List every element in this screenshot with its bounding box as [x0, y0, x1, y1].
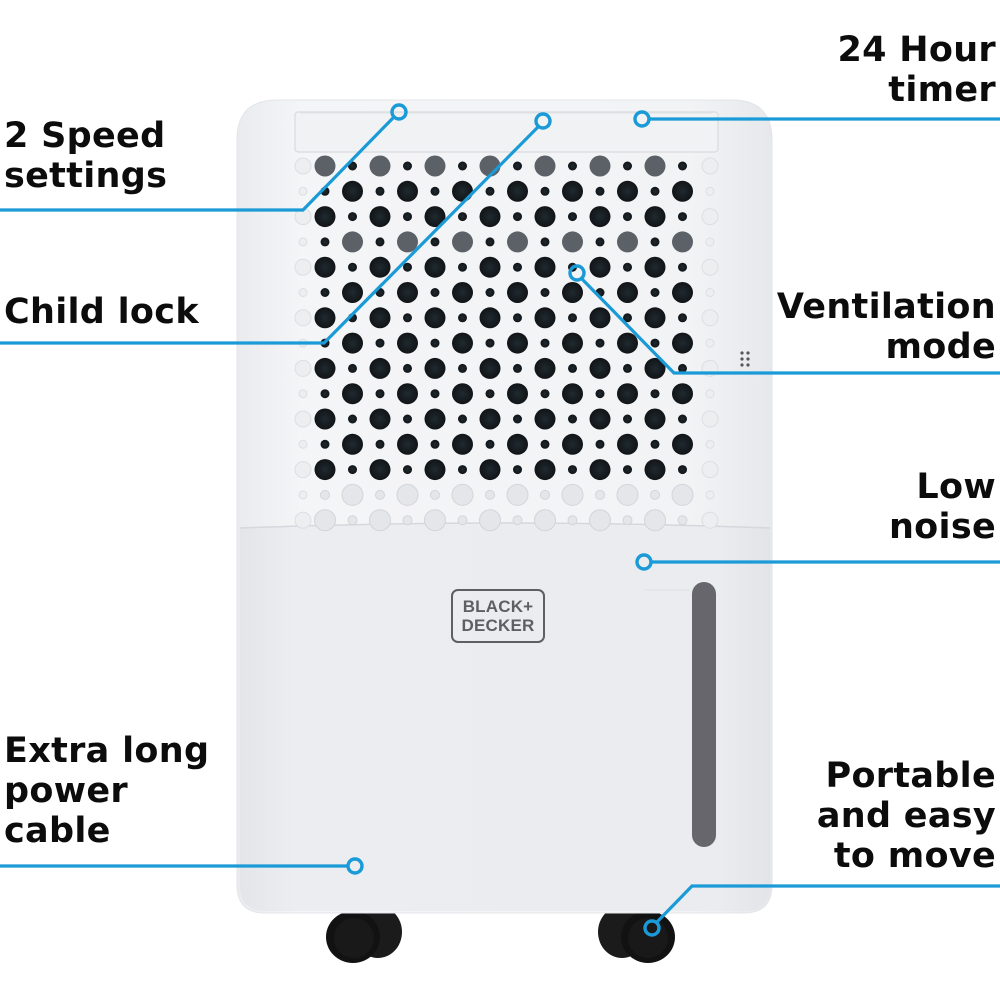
callout-line-speed — [0, 116, 395, 212]
callout-label-timer: 24 Hour timer — [837, 30, 996, 110]
callout-label-speed: 2 Speed settings — [4, 116, 168, 196]
brand-logo: BLACK+ DECKER — [451, 589, 545, 643]
callout-dot-icon — [534, 112, 552, 130]
callout-label-power-cable: Extra long power cable — [4, 731, 210, 851]
air-grille — [294, 155, 719, 532]
wheel-right — [598, 906, 675, 963]
callout-line-portable — [655, 884, 1000, 924]
callout-dot-icon — [568, 264, 586, 282]
callout-lines — [0, 116, 1000, 924]
callout-label-portable: Portable and easy to move — [816, 756, 996, 876]
callout-label-child-lock: Child lock — [4, 292, 199, 332]
callout-dot-icon — [643, 919, 661, 937]
callout-dots — [346, 103, 661, 937]
water-level-window — [692, 582, 716, 847]
callout-dot-icon — [346, 857, 364, 875]
callout-dot-icon — [635, 553, 653, 571]
callout-dot-icon — [633, 110, 651, 128]
callout-line-child-lock — [0, 125, 540, 345]
callout-label-ventilation: Ventilation mode — [776, 287, 996, 367]
callout-dot-icon — [390, 103, 408, 121]
callout-label-low-noise: Low noise — [888, 467, 996, 547]
wheel-left — [326, 906, 402, 963]
sensor-dots — [740, 351, 750, 367]
dehumidifier-body — [236, 99, 773, 914]
callout-line-ventilation — [580, 277, 1000, 375]
